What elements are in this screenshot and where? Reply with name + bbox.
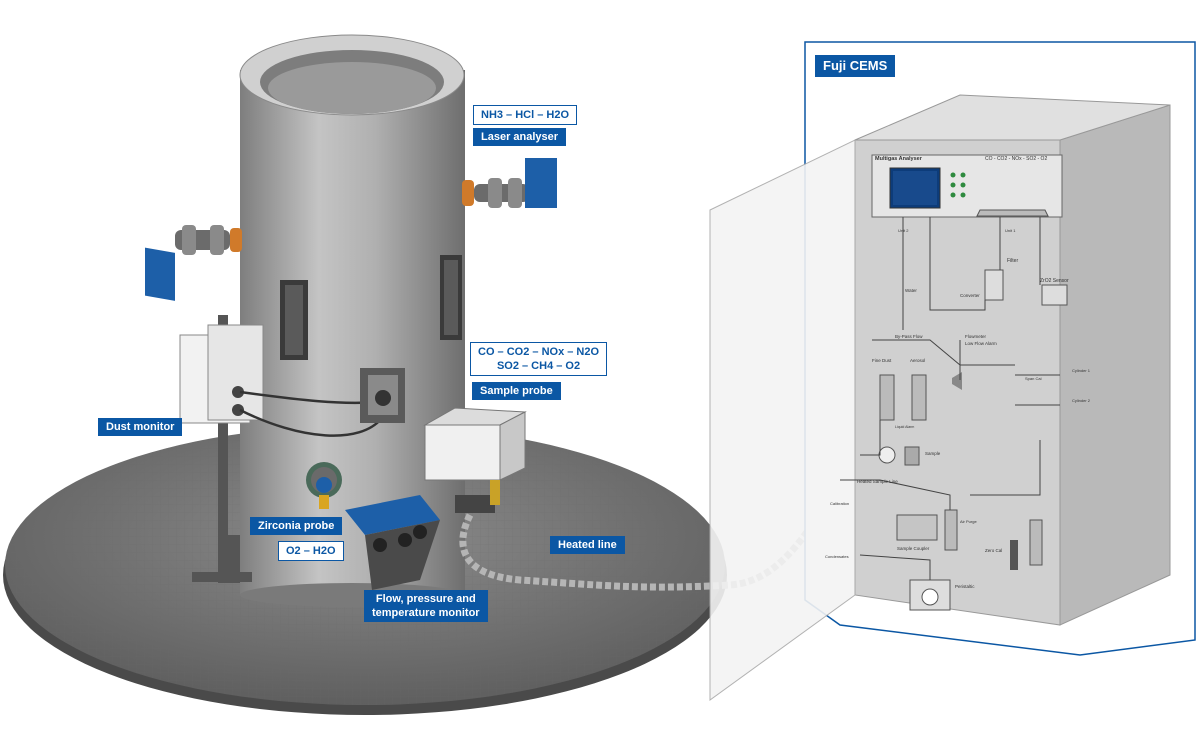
cylinder1-text: Cylinder 1 — [1072, 368, 1091, 373]
water-stop-filter-text: Water — [905, 288, 917, 293]
laser-analyser-left — [145, 225, 242, 301]
flowmeter-text: Flowmeter — [965, 334, 987, 339]
laser-analyser-label: Laser analyser — [473, 128, 567, 146]
dust-monitor-label: Dust monitor — [98, 418, 183, 436]
probe-gases-label: CO – CO2 – NOx – N2O SO2 – CH4 – O2 — [470, 342, 608, 376]
stack — [239, 34, 465, 607]
aerosol-filter-text: Aerosol — [910, 358, 925, 363]
analyser-gases-text: CO - CO2 - NOx - SO2 - O2 — [985, 156, 1047, 162]
peristaltic-pump-text: Peristaltic — [955, 584, 975, 589]
laser-gases-label: NH3 – HCl – H2O — [473, 105, 578, 125]
zro2-sensor-text: ZrO2 Sensor — [1040, 278, 1069, 284]
span-cal-text: Span Cal — [1025, 376, 1042, 381]
cems-cabinet: Multigas Analyser CO - CO2 - NOx - SO2 -… — [709, 41, 1196, 701]
sample-probe-label: Sample probe — [472, 382, 561, 400]
platform — [3, 425, 727, 715]
laser-analyser-right — [462, 158, 557, 208]
probe-gases-line2: SO2 – CH4 – O2 — [496, 360, 581, 372]
low-flow-alarm-text: Low Flow Alarm — [965, 341, 997, 346]
flow-monitor — [345, 495, 440, 590]
cylinder2-text: Cylinder 2 — [1072, 398, 1091, 403]
unit2-text: Unit 2 — [898, 228, 909, 233]
flow-monitor-label: Flow, pressure and temperature monitor — [364, 590, 488, 622]
zirconia-probe — [306, 462, 342, 509]
by-pass-flow-text: By-Pass Flow — [895, 334, 923, 339]
probe-flange — [360, 368, 405, 423]
air-purge-text: Air Purge — [960, 519, 977, 524]
nox-converter-text: Converter — [960, 293, 980, 298]
sample-coupler-text: Sample Coupler — [897, 546, 930, 551]
unit1-text: Unit 1 — [1005, 228, 1016, 233]
condensates-text: Condensates — [825, 554, 849, 559]
heated-line-label: Heated line — [550, 536, 625, 554]
heated-sample-line-text: Heated Sample Line — [857, 479, 898, 484]
sample-pump-text: Sample — [925, 451, 941, 456]
heated-line — [459, 478, 844, 591]
flow-monitor-line2: temperature monitor — [372, 607, 480, 619]
probe-gases-line1: CO – CO2 – NOx – N2O — [478, 346, 600, 358]
cems-title-label: Fuji CEMS — [815, 55, 896, 77]
filter-text: Filter — [1007, 258, 1018, 264]
analyser-title-text: Multigas Analyser — [875, 156, 923, 162]
flow-monitor-line1: Flow, pressure and — [375, 593, 476, 605]
fine-dust-filter-text: Fine Dust — [872, 358, 892, 363]
zirconia-probe-label: Zirconia probe — [250, 517, 343, 535]
calibration-gas-text: Calibration — [830, 501, 849, 506]
sample-probe — [423, 407, 527, 513]
zero-cal-text: Zero Cal — [985, 548, 1002, 553]
dust-monitor — [179, 315, 383, 583]
liquid-alarm-text: Liquid Alarm — [895, 425, 914, 429]
zirconia-gases-label: O2 – H2O — [278, 541, 344, 561]
